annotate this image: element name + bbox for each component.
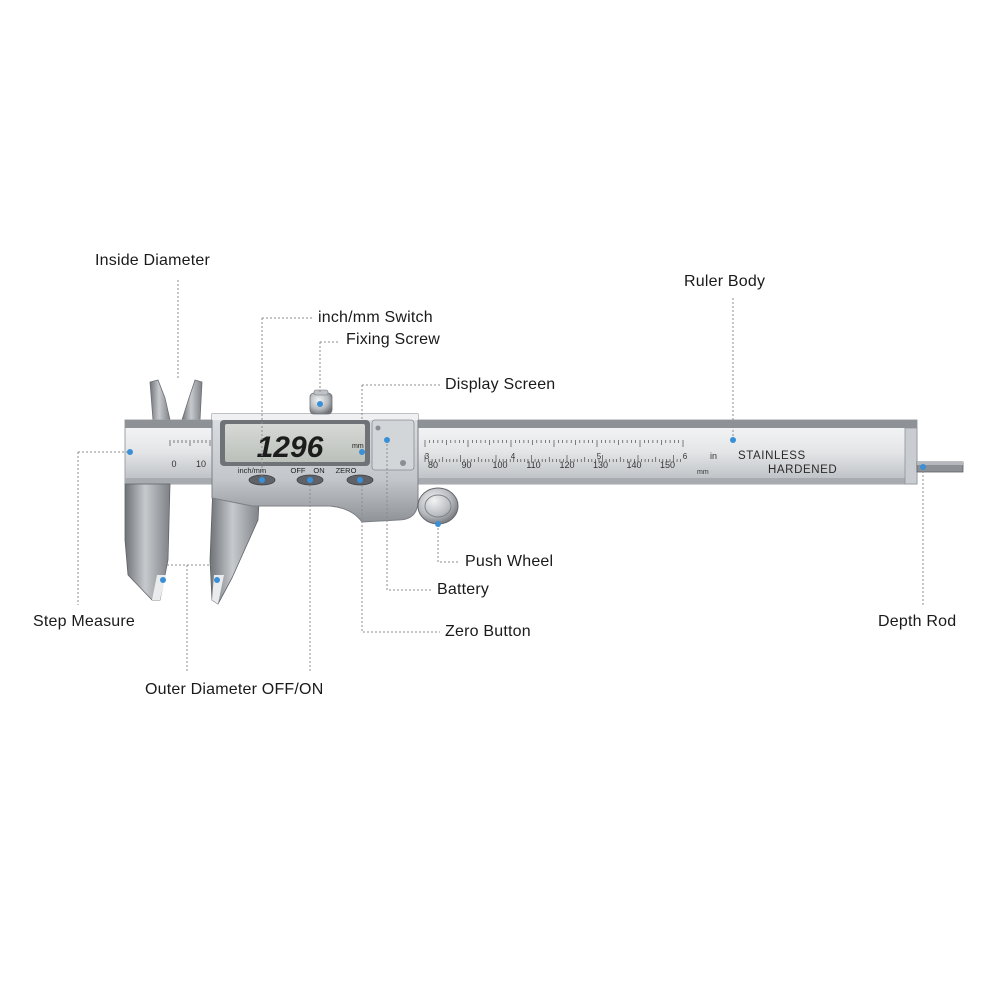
- ruler-inch-unit: in: [710, 451, 717, 461]
- accent-dots: [127, 401, 926, 583]
- label-display-screen: Display Screen: [445, 376, 556, 393]
- leader-zero-button: [361, 485, 440, 633]
- jaw-scale-number: 10: [196, 459, 206, 469]
- ruler-stamp-stainless: STAINLESS: [738, 450, 806, 462]
- inch-scale-number: 6: [683, 452, 688, 461]
- leader-display-screen: [361, 384, 440, 420]
- push-wheel[interactable]: [417, 487, 459, 525]
- ruler-mm-unit: mm: [697, 469, 709, 476]
- jaw-scale-ticks: [169, 440, 211, 446]
- inch-scale-number: 5: [597, 452, 602, 461]
- dot-fixing-screw: [317, 401, 323, 407]
- mm-scale-number: 100: [492, 460, 507, 470]
- mm-scale-number: 90: [461, 460, 471, 470]
- mm-scale-number: 120: [559, 460, 574, 470]
- battery-cover: [371, 419, 415, 471]
- label-battery: Battery: [437, 581, 490, 598]
- dot-inch-mm-switch: [259, 477, 265, 483]
- leader-inch-mm-switch: [261, 317, 312, 480]
- button-label-on: ON: [313, 466, 324, 475]
- mm-scale-number: 80: [428, 460, 438, 470]
- leader-fixing-screw: [319, 341, 340, 393]
- jaw-scale-number: 0: [171, 459, 176, 469]
- label-depth-rod: Depth Rod: [878, 613, 957, 630]
- label-zero-button: Zero Button: [445, 623, 531, 640]
- label-inch-mm-switch: inch/mm Switch: [318, 309, 433, 326]
- dot-off-on: [307, 477, 313, 483]
- inch-scale-number: 3: [425, 452, 430, 461]
- dot-display-screen: [359, 449, 365, 455]
- label-outer-diameter-off-on: Outer Diameter OFF/ON: [145, 681, 324, 698]
- label-inside-diameter: Inside Diameter: [95, 252, 211, 269]
- leader-step-measure: [77, 451, 130, 605]
- dot-zero-button: [357, 477, 363, 483]
- ruler-stamp-hardened: HARDENED: [768, 464, 837, 476]
- beam-end-cap: [904, 427, 918, 485]
- button-label-inch-mm: inch/mm: [238, 466, 266, 475]
- leader-push-wheel: [437, 524, 460, 563]
- beam-bottom-edge: [125, 478, 917, 484]
- lcd-unit: mm: [352, 443, 364, 450]
- mm-scale-number: 130: [593, 460, 608, 470]
- label-fixing-screw: Fixing Screw: [346, 331, 440, 348]
- lcd-reading: 1296: [257, 431, 324, 464]
- dot-push-wheel: [435, 521, 441, 527]
- dot-outer-diameter-2: [214, 577, 220, 583]
- mm-scale-number: 110: [526, 460, 540, 470]
- mm-scale-number: 150: [660, 460, 675, 470]
- beam-top-edge: [125, 420, 917, 428]
- label-ruler-body: Ruler Body: [684, 273, 766, 290]
- fixed-inside-jaw: [149, 379, 171, 421]
- display-screen: [225, 424, 365, 462]
- label-push-wheel: Push Wheel: [465, 553, 554, 570]
- dot-outer-diameter: [160, 577, 166, 583]
- dot-ruler-body: [730, 437, 736, 443]
- label-step-measure: Step Measure: [33, 613, 136, 630]
- dot-depth-rod: [920, 464, 926, 470]
- dot-step-measure: [127, 449, 133, 455]
- sliding-inside-jaw: [181, 379, 203, 421]
- leader-lines: [77, 280, 924, 672]
- button-label-off: OFF: [291, 466, 306, 475]
- leader-battery: [386, 440, 432, 591]
- button-label-zero: ZERO: [336, 466, 357, 475]
- mm-scale-number: 140: [626, 460, 641, 470]
- ruler-tick-marks: [424, 440, 684, 462]
- dot-battery: [384, 437, 390, 443]
- inch-scale-number: 4: [511, 452, 516, 461]
